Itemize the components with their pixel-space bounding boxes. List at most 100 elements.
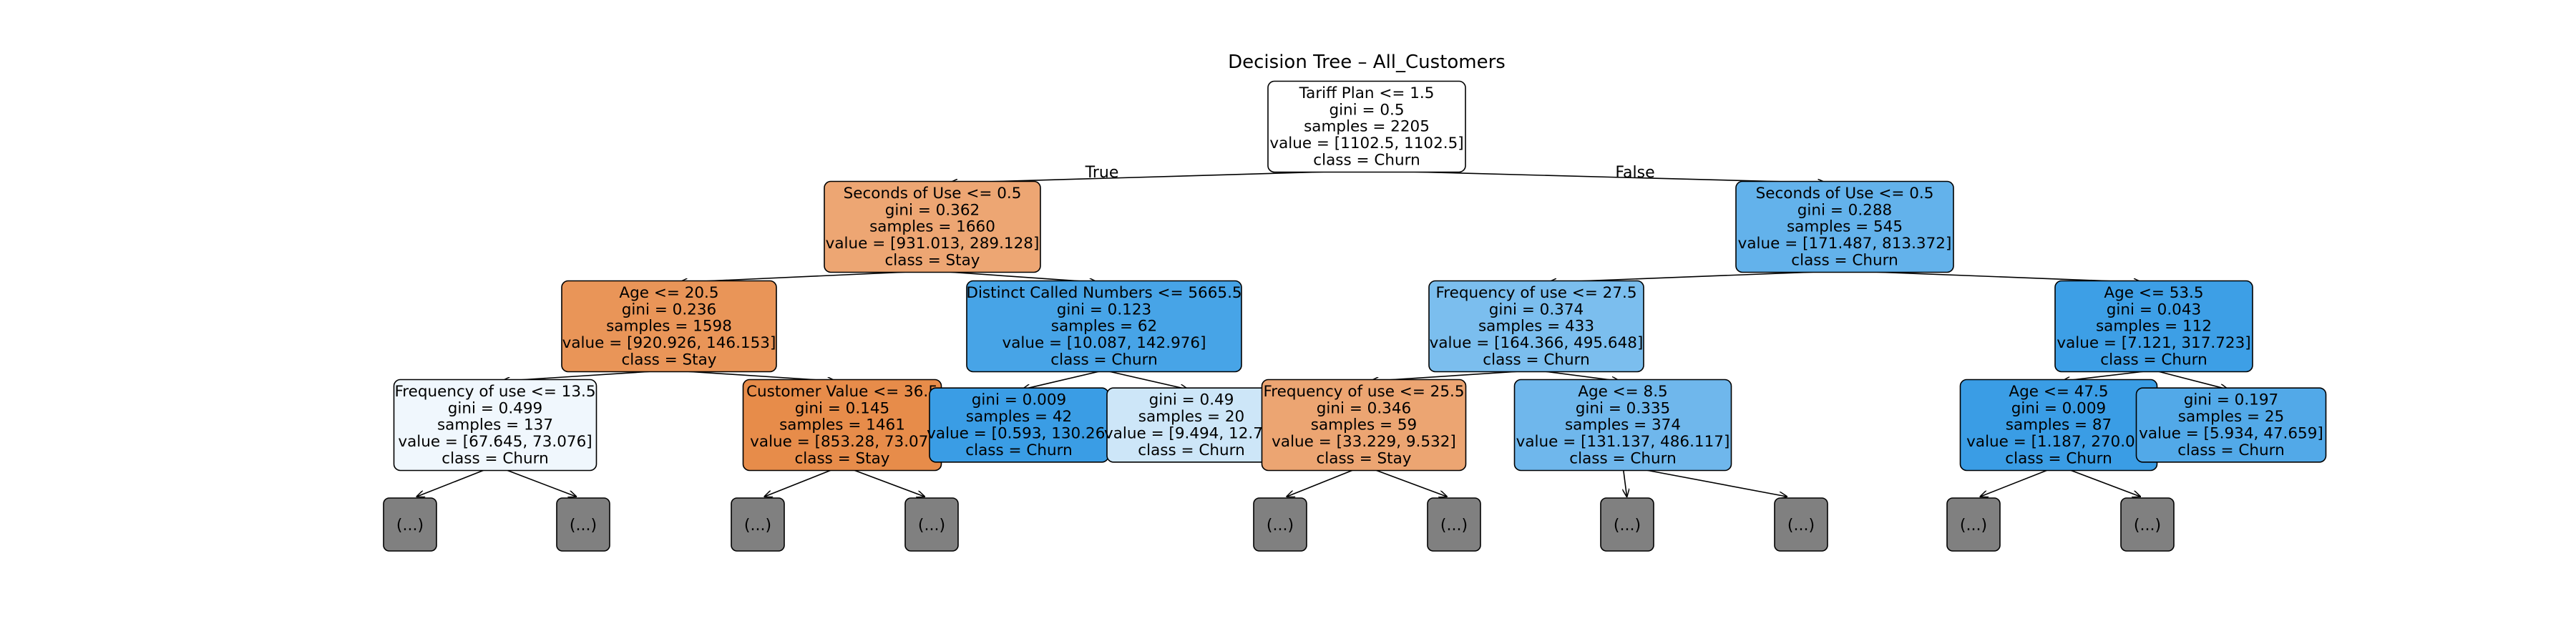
node-line: gini = 0.499 <box>448 399 542 417</box>
node-box <box>561 280 777 373</box>
node-line: gini = 0.288 <box>1797 201 1892 219</box>
node-line: samples = 87 <box>2006 416 2112 434</box>
node-line: value = [131.137, 486.117] <box>1516 433 1730 451</box>
edge-to-truncated-5 <box>1287 469 1355 497</box>
node-line: class = Churn <box>2100 351 2207 369</box>
truncated-label: (...) <box>570 517 597 535</box>
truncated-box <box>2120 497 2175 552</box>
node-box <box>2054 280 2253 373</box>
node-line: value = [33.229, 9.532] <box>1272 433 1456 451</box>
node-line: Frequency of use <= 25.5 <box>1263 383 1464 401</box>
edge-to-truncated-7 <box>1624 469 1627 497</box>
node-line: class = Churn <box>1569 450 1676 468</box>
node-line: Age <= 8.5 <box>1578 383 1667 401</box>
node-line: samples = 1461 <box>779 416 905 434</box>
node-line: class = Churn <box>441 450 548 468</box>
truncated-subtree-node: (...) <box>1427 497 1481 552</box>
edge-root-n2 <box>1366 170 1825 183</box>
node-line: Age <= 53.5 <box>2104 284 2203 302</box>
truncated-subtree-node: (...) <box>1600 497 1654 552</box>
node-line: samples = 62 <box>1051 318 1157 336</box>
node-line: samples = 137 <box>437 416 553 434</box>
edge-root-n1 <box>950 170 1367 183</box>
node-line: gini = 0.009 <box>972 391 1066 409</box>
truncated-leaves-layer: (...) (...) (...) (...) (...) (...) (...) (...)… <box>383 497 2175 552</box>
node-line: Tariff Plan <= 1.5 <box>1299 84 1435 102</box>
node-line: value = [67.645, 73.076] <box>398 433 592 451</box>
truncated-subtree-node: (...) <box>1946 497 2001 552</box>
truncated-label: (...) <box>1787 517 1815 535</box>
node-line: class = Stay <box>1316 450 1411 468</box>
node-line: gini = 0.009 <box>2011 399 2106 417</box>
edge-n4-n9 <box>1023 369 1105 390</box>
node-box <box>1513 379 1732 472</box>
truncated-label: (...) <box>396 517 424 535</box>
truncated-subtree-node: (...) <box>556 497 610 552</box>
node-line: Seconds of Use <= 0.5 <box>1756 185 1934 203</box>
node-line: Age <= 20.5 <box>619 284 718 302</box>
node-line: value = [853.28, 73.07] <box>750 433 935 451</box>
truncated-box <box>904 497 959 552</box>
truncated-label: (...) <box>744 517 771 535</box>
truncated-subtree-node: (...) <box>904 497 959 552</box>
node-box <box>966 280 1242 373</box>
node-box <box>1267 80 1466 173</box>
node-line: samples = 20 <box>1138 408 1244 426</box>
diagram-title: Decision Tree – All_Customers <box>1228 52 1506 73</box>
node-box <box>393 379 597 472</box>
edge-to-truncated-2 <box>505 469 576 497</box>
node-line: samples = 1598 <box>606 318 732 336</box>
node-line: class = Churn <box>1050 351 1157 369</box>
node-line: class = Churn <box>965 441 1072 459</box>
node-line: gini = 0.362 <box>885 201 980 219</box>
truncated-subtree-node: (...) <box>1774 497 1828 552</box>
edge-to-truncated-10 <box>2069 469 2140 497</box>
edge-to-truncated-3 <box>764 469 833 497</box>
truncated-label: (...) <box>1960 517 1987 535</box>
node-line: gini = 0.145 <box>795 399 889 417</box>
truncated-subtree-node: (...) <box>1253 497 1307 552</box>
truncated-subtree-node: (...) <box>383 497 437 552</box>
edge-to-truncated-9 <box>1981 469 2049 497</box>
node-line: samples = 112 <box>2096 318 2212 336</box>
node-line: samples = 42 <box>966 408 1072 426</box>
node-line: value = [5.934, 47.659] <box>2139 424 2323 442</box>
edge-to-truncated-1 <box>417 469 486 497</box>
truncated-box <box>1253 497 1307 552</box>
node-line: samples = 433 <box>1478 318 1594 336</box>
node-line: value = [920.926, 146.153] <box>562 334 776 352</box>
node-line: samples = 59 <box>1311 416 1417 434</box>
true-edge-label: True <box>1085 164 1119 182</box>
truncated-box <box>1427 497 1481 552</box>
node-box <box>824 180 1041 273</box>
node-line: value = [9.494, 12.70] <box>1104 424 1279 442</box>
edge-to-truncated-6 <box>1374 469 1447 497</box>
node-line: gini = 0.335 <box>1576 399 1670 417</box>
node-line: value = [931.013, 289.128] <box>826 235 1040 253</box>
node-line: value = [10.087, 142.976] <box>1002 334 1206 352</box>
node-line: gini = 0.346 <box>1317 399 1411 417</box>
node-line: value = [1.187, 270.06] <box>1966 433 2151 451</box>
node-line: Seconds of Use <= 0.5 <box>844 185 1022 203</box>
truncated-label: (...) <box>1614 517 1641 535</box>
node-box <box>1735 180 1954 273</box>
node-line: value = [171.487, 813.372] <box>1738 235 1952 253</box>
truncated-subtree-node: (...) <box>2120 497 2175 552</box>
truncated-label: (...) <box>1440 517 1468 535</box>
node-line: value = [0.593, 130.26] <box>927 424 1111 442</box>
node-line: samples = 374 <box>1565 416 1681 434</box>
node-line: gini = 0.374 <box>1489 301 1584 318</box>
node-line: Customer Value <= 36.5 <box>746 383 938 401</box>
edge-n6-n14 <box>2153 369 2228 390</box>
